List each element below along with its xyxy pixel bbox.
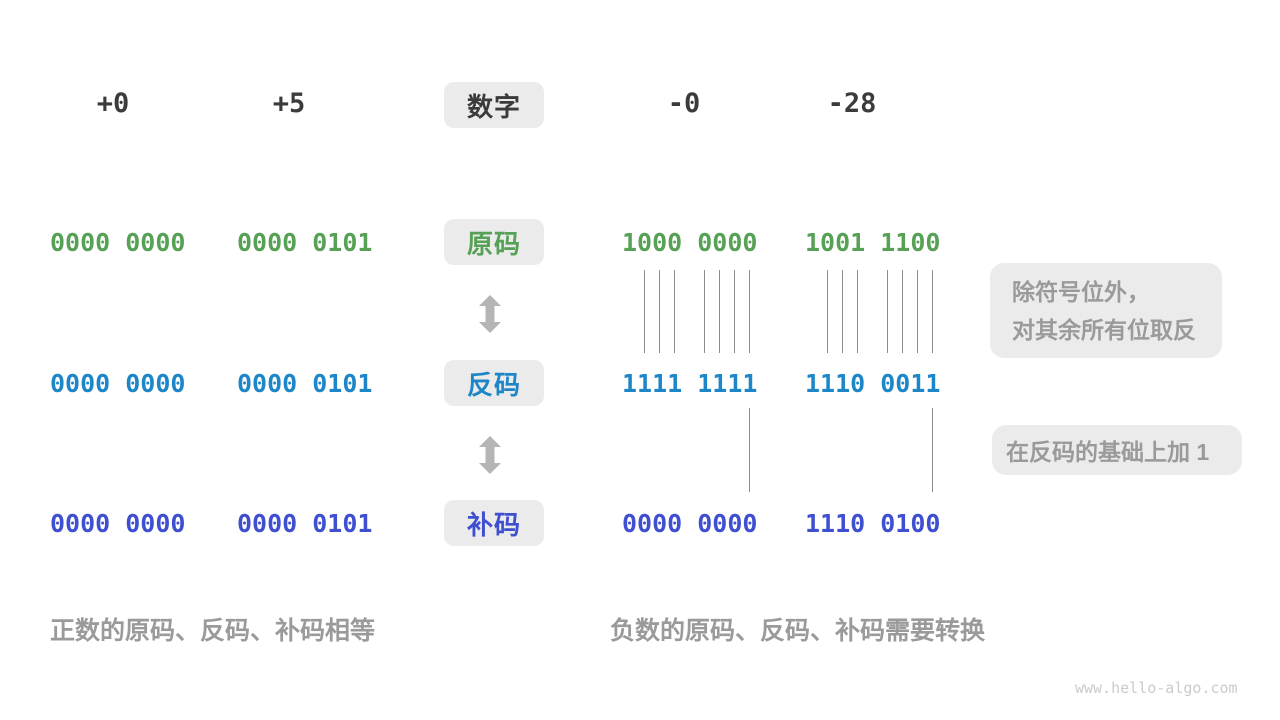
number-label-box: 数字 — [444, 82, 544, 128]
twos-complement-plus0: 0000 0000 — [50, 509, 186, 538]
twos-complement-minus28: 1110 0100 — [805, 509, 941, 538]
bit-connector-line — [734, 270, 735, 353]
add-one-note-text: 在反码的基础上加 1 — [1006, 439, 1210, 465]
ones-complement-minus28: 1110 0011 — [805, 369, 941, 398]
bit-connector-line — [857, 270, 858, 353]
decimal-value-plus0: +0 — [96, 88, 130, 119]
updown-arrow-icon — [479, 436, 501, 474]
bit-connector-line — [917, 270, 918, 353]
site-watermark: www.hello-algo.com — [1075, 679, 1238, 697]
bit-connector-line — [719, 270, 720, 353]
updown-arrow-icon — [479, 295, 501, 333]
twos-complement-label-box: 补码 — [444, 500, 544, 546]
sign-magnitude-minus28: 1001 1100 — [805, 228, 941, 257]
bit-connector-line — [932, 270, 933, 353]
invert-bits-note-line2: 对其余所有位取反 — [1012, 317, 1196, 343]
decimal-value-minus0: -0 — [667, 88, 701, 119]
add-one-note: 在反码的基础上加 1 — [992, 425, 1242, 475]
sign-magnitude-plus5: 0000 0101 — [237, 228, 373, 257]
bit-connector-line — [644, 270, 645, 353]
invert-bits-note-line1: 除符号位外， — [1012, 279, 1150, 305]
bit-connector-line — [902, 270, 903, 353]
decimal-value-plus5: +5 — [272, 88, 306, 119]
twos-complement-minus0: 0000 0000 — [622, 509, 758, 538]
bit-connector-line — [749, 270, 750, 353]
bit-connector-line — [887, 270, 888, 353]
bit-connector-line — [704, 270, 705, 353]
twos-complement-plus5: 0000 0101 — [237, 509, 373, 538]
sign-magnitude-plus0: 0000 0000 — [50, 228, 186, 257]
bit-connector-line — [674, 270, 675, 353]
invert-bits-note: 除符号位外， 对其余所有位取反 — [990, 263, 1222, 358]
decimal-value-minus28: -28 — [827, 88, 877, 119]
sign-magnitude-minus0: 1000 0000 — [622, 228, 758, 257]
positive-numbers-caption: 正数的原码、反码、补码相等 — [50, 617, 376, 645]
bit-connector-line — [842, 270, 843, 353]
ones-complement-label-box: 反码 — [444, 360, 544, 406]
ones-complement-plus5: 0000 0101 — [237, 369, 373, 398]
ones-complement-plus0: 0000 0000 — [50, 369, 186, 398]
bit-connector-line — [659, 270, 660, 353]
sign-magnitude-label-box: 原码 — [444, 219, 544, 265]
bit-connector-line — [827, 270, 828, 353]
bit-connector-line — [932, 408, 933, 492]
ones-complement-minus0: 1111 1111 — [622, 369, 758, 398]
negative-numbers-caption: 负数的原码、反码、补码需要转换 — [610, 617, 986, 645]
bit-connector-line — [749, 408, 750, 492]
